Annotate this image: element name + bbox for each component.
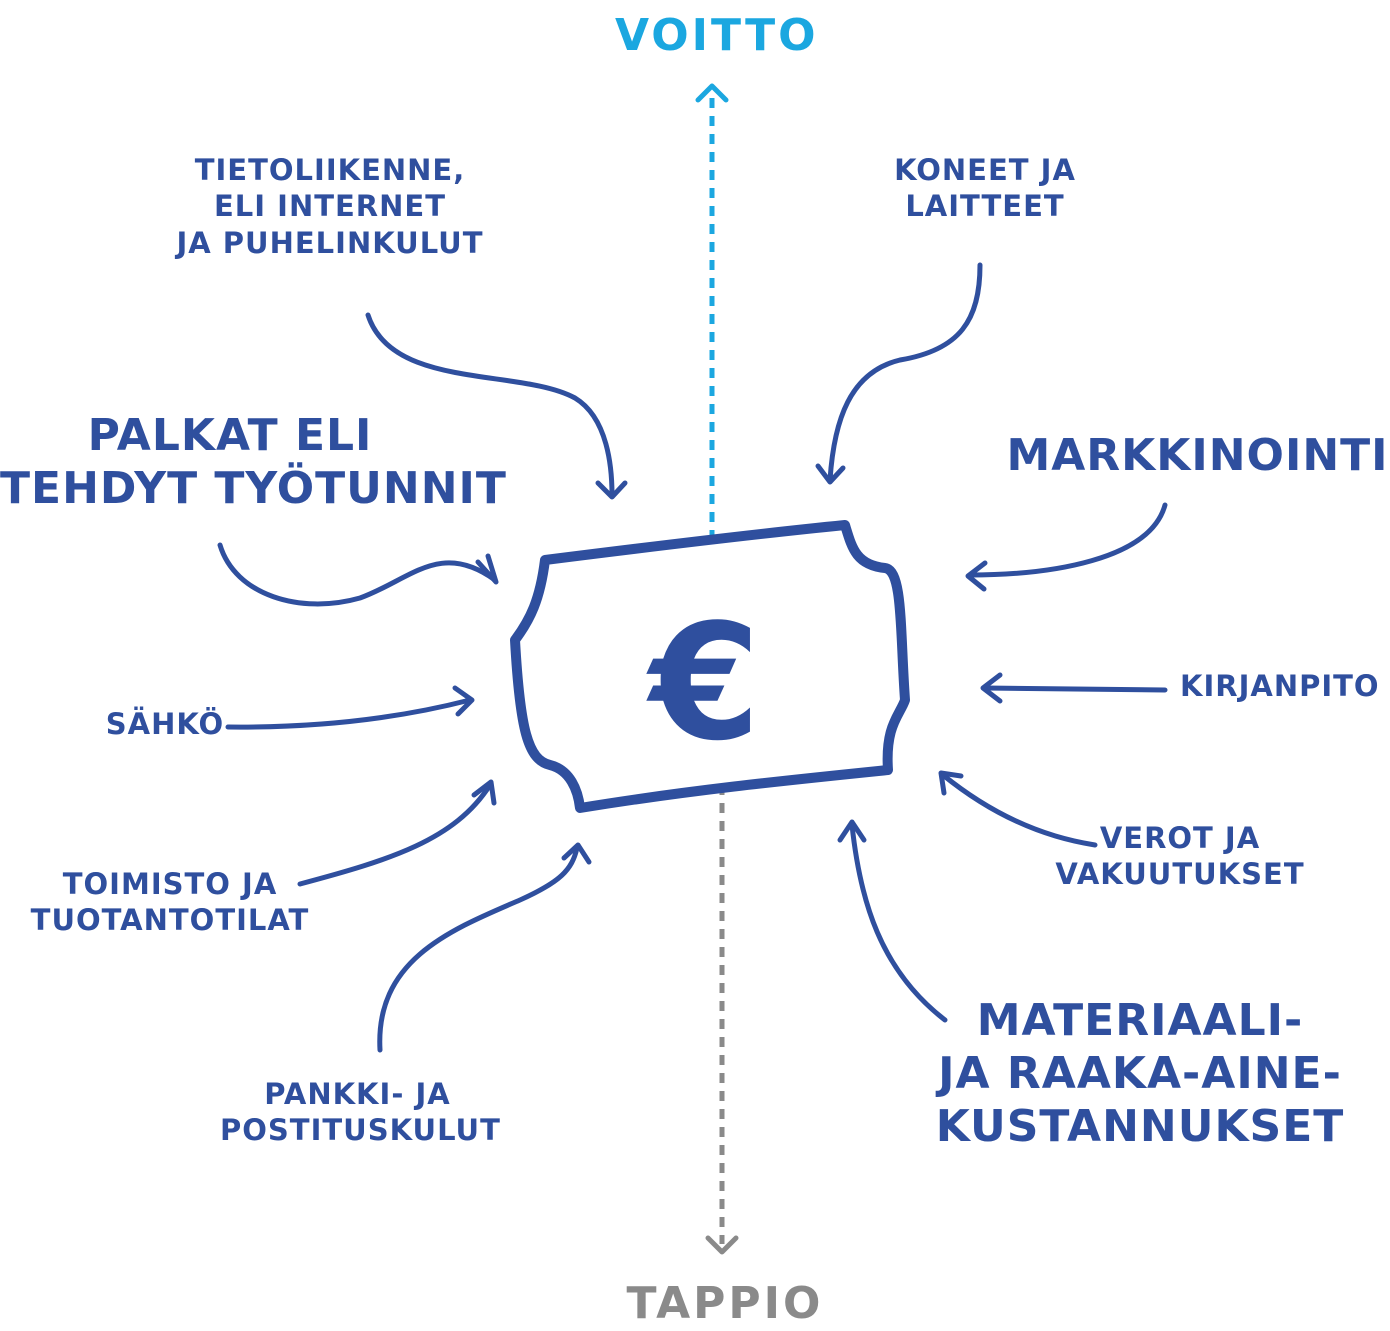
label-line: LAITTEET [905, 189, 1065, 224]
arrowhead-sahko [452, 685, 475, 717]
label-line: PALKAT ELI [87, 410, 373, 461]
label-line: VAKUUTUKSET [1055, 857, 1305, 892]
arrow-toimisto [297, 782, 493, 887]
arrow-verot [940, 772, 1098, 848]
arrow-koneet [827, 262, 983, 483]
arrowhead-toimisto [471, 779, 497, 806]
loss-arrowhead [705, 1235, 739, 1255]
label-line: TUOTANTOTILAT [30, 903, 310, 938]
label-tietoliikenne: TIETOLIIKENNE, ELI INTERNET JA PUHELINKU… [160, 152, 500, 261]
label-verot: VEROT JA VAKUUTUKSET [1055, 820, 1305, 893]
label-pankki: PANKKI- JA POSTITUSKULUT [220, 1076, 501, 1149]
label-line: POSTITUSKULUT [220, 1113, 501, 1148]
arrow-kirjanpito [982, 685, 1168, 693]
label-toimisto: TOIMISTO JA TUOTANTOTILAT [30, 866, 310, 939]
label-line: ELI INTERNET [213, 189, 447, 224]
label-koneet: KONEET JA LAITTEET [875, 152, 1095, 225]
label-line: JA PUHELINKULUT [176, 225, 484, 260]
label-line: MATERIAALI- [976, 995, 1304, 1046]
arrowhead-materiaali [837, 819, 867, 843]
arrow-palkat [217, 542, 498, 607]
loss-label: TAPPIO [626, 1278, 824, 1329]
label-sahko: SÄHKÖ [100, 706, 230, 742]
arrowhead-tietoliikenne [595, 480, 628, 500]
label-line: MARKKINOINTI [1006, 430, 1389, 481]
label-line: VEROT JA [1099, 821, 1261, 855]
label-line: SÄHKÖ [105, 707, 225, 741]
profit-arrowhead [695, 83, 729, 103]
profit-label: VOITTO [615, 10, 819, 61]
label-kirjanpito: KIRJANPITO [1180, 668, 1380, 704]
label-palkat: PALKAT ELI TEHDYT TYÖTUNNIT [0, 410, 507, 516]
label-line: KUSTANNUKSET [935, 1100, 1345, 1152]
arrow-markkinointi [967, 502, 1168, 578]
arrowhead-palkat [475, 553, 499, 585]
label-line: TEHDYT TYÖTUNNIT [0, 462, 507, 514]
arrowhead-verot [938, 770, 964, 796]
label-line: TOIMISTO JA [62, 867, 278, 901]
arrowhead-kirjanpito [980, 672, 1003, 704]
label-line: KONEET JA [894, 153, 1076, 187]
label-markkinointi: MARKKINOINTI [1005, 430, 1390, 483]
euro-symbol: € [645, 589, 760, 776]
banknote-outline [510, 520, 910, 813]
arrowhead-pankki [561, 842, 592, 865]
label-line: TIETOLIIKENNE, [194, 153, 466, 187]
label-line: KIRJANPITO [1180, 669, 1380, 703]
label-line: PANKKI- JA [264, 1077, 451, 1111]
arrow-materiaali [849, 822, 948, 1023]
arrowhead-koneet [815, 463, 846, 485]
arrow-pankki [377, 845, 580, 1053]
label-materiaali: MATERIAALI- JA RAAKA-AINE- KUSTANNUKSET [925, 995, 1355, 1153]
arrow-tietoliikenne [365, 312, 615, 498]
label-line: JA RAAKA-AINE- [938, 1047, 1342, 1099]
arrowhead-markkinointi [965, 560, 988, 592]
arrow-sahko [225, 697, 473, 730]
